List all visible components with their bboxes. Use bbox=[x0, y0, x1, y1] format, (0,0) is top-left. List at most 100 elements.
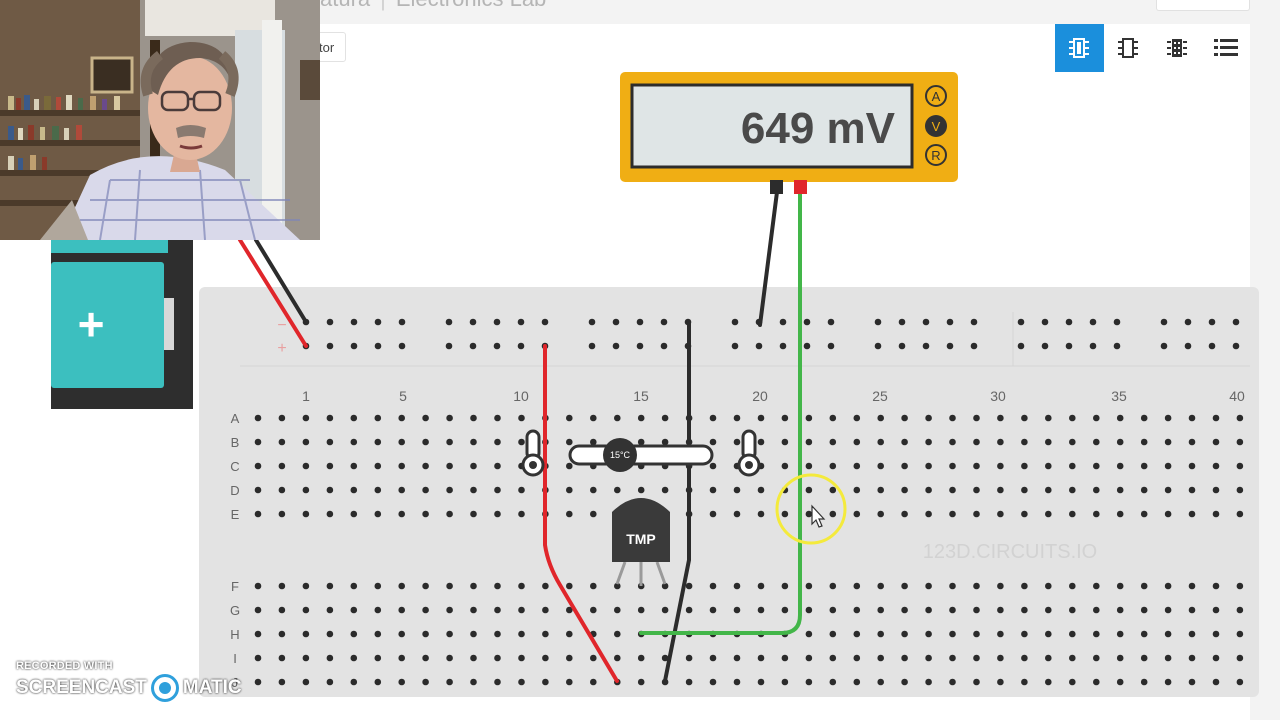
breadboard-hole[interactable] bbox=[302, 630, 310, 638]
breadboard-hole[interactable] bbox=[1116, 654, 1124, 662]
breadboard-hole[interactable] bbox=[853, 414, 861, 422]
breadboard-hole[interactable] bbox=[518, 630, 525, 638]
breadboard-hole[interactable] bbox=[829, 414, 837, 422]
breadboard-hole[interactable] bbox=[661, 654, 669, 662]
breadboard-hole[interactable] bbox=[901, 510, 908, 518]
rail-hole[interactable] bbox=[469, 318, 477, 326]
breadboard-hole[interactable] bbox=[1236, 630, 1244, 638]
breadboard-hole[interactable] bbox=[661, 414, 669, 422]
breadboard-hole[interactable] bbox=[254, 582, 262, 590]
breadboard-hole[interactable] bbox=[949, 582, 956, 590]
breadboard-hole[interactable] bbox=[446, 654, 453, 662]
pcb-view-button[interactable] bbox=[1152, 24, 1202, 72]
slider-track[interactable] bbox=[568, 444, 714, 466]
breadboard-hole[interactable] bbox=[566, 486, 573, 494]
rail-hole[interactable] bbox=[493, 318, 501, 326]
breadboard-hole[interactable] bbox=[566, 438, 573, 446]
breadboard-hole[interactable] bbox=[566, 510, 573, 518]
breadboard-hole[interactable] bbox=[709, 654, 717, 662]
breadboard-hole[interactable] bbox=[973, 582, 980, 590]
breadboard-hole[interactable] bbox=[1236, 510, 1244, 518]
breadboard-hole[interactable] bbox=[590, 510, 597, 518]
breadboard-hole[interactable] bbox=[590, 606, 597, 614]
breadboard-hole[interactable] bbox=[374, 438, 382, 446]
rail-hole[interactable] bbox=[1017, 342, 1025, 350]
rail-hole[interactable] bbox=[612, 318, 620, 326]
breadboard-hole[interactable] bbox=[805, 414, 813, 422]
breadboard-hole[interactable] bbox=[853, 438, 861, 446]
breadboard-hole[interactable] bbox=[925, 510, 932, 518]
breadboard-hole[interactable] bbox=[566, 654, 573, 662]
rail-hole[interactable] bbox=[779, 318, 787, 326]
breadboard-hole[interactable] bbox=[805, 606, 813, 614]
breadboard-hole[interactable] bbox=[254, 606, 262, 614]
breadboard-hole[interactable] bbox=[973, 654, 980, 662]
breadboard-hole[interactable] bbox=[1212, 582, 1220, 590]
breadboard-hole[interactable] bbox=[805, 462, 813, 470]
rail-hole[interactable] bbox=[1232, 342, 1240, 350]
breadboard-hole[interactable] bbox=[326, 606, 334, 614]
breadboard-hole[interactable] bbox=[350, 510, 358, 518]
breadboard-hole[interactable] bbox=[518, 654, 525, 662]
breadboard-hole[interactable] bbox=[326, 678, 334, 686]
breadboard-hole[interactable] bbox=[326, 654, 334, 662]
breadboard-hole[interactable] bbox=[470, 582, 477, 590]
breadboard-hole[interactable] bbox=[781, 510, 789, 518]
breadboard-hole[interactable] bbox=[877, 510, 884, 518]
rail-hole[interactable] bbox=[898, 342, 906, 350]
breadboard-hole[interactable] bbox=[398, 630, 406, 638]
breadboard-hole[interactable] bbox=[1236, 582, 1244, 590]
breadboard-hole[interactable] bbox=[781, 462, 789, 470]
breadboard-hole[interactable] bbox=[925, 630, 932, 638]
breadboard-hole[interactable] bbox=[302, 678, 310, 686]
breadboard-hole[interactable] bbox=[590, 438, 597, 446]
breadboard-hole[interactable] bbox=[829, 582, 837, 590]
breadboard-hole[interactable] bbox=[877, 630, 884, 638]
battery[interactable]: + bbox=[51, 232, 193, 409]
temperature-slider[interactable]: 15°C bbox=[521, 429, 761, 477]
breadboard-hole[interactable] bbox=[877, 678, 884, 686]
breadboard-hole[interactable] bbox=[997, 630, 1004, 638]
breadboard-hole[interactable] bbox=[709, 510, 717, 518]
breadboard-hole[interactable] bbox=[1116, 486, 1124, 494]
breadboard-hole[interactable] bbox=[1045, 462, 1052, 470]
breadboard-hole[interactable] bbox=[685, 582, 693, 590]
breadboard-hole[interactable] bbox=[709, 678, 717, 686]
breadboard-hole[interactable] bbox=[805, 510, 813, 518]
breadboard-hole[interactable] bbox=[853, 630, 861, 638]
breadboard-hole[interactable] bbox=[805, 654, 813, 662]
rail-hole[interactable] bbox=[326, 342, 334, 350]
breadboard-hole[interactable] bbox=[757, 510, 765, 518]
breadboard-hole[interactable] bbox=[302, 582, 310, 590]
rail-hole[interactable] bbox=[803, 342, 811, 350]
black-probe-jack[interactable] bbox=[770, 180, 783, 194]
breadboard-hole[interactable] bbox=[1164, 462, 1172, 470]
breadboard-hole[interactable] bbox=[1021, 462, 1028, 470]
breadboard-hole[interactable] bbox=[949, 606, 956, 614]
breadboard-hole[interactable] bbox=[302, 438, 310, 446]
breadboard-hole[interactable] bbox=[685, 654, 693, 662]
rail-hole[interactable] bbox=[612, 342, 620, 350]
breadboard-hole[interactable] bbox=[494, 606, 501, 614]
rail-hole[interactable] bbox=[588, 342, 596, 350]
rail-hole[interactable] bbox=[874, 342, 882, 350]
breadboard-hole[interactable] bbox=[326, 438, 334, 446]
breadboard-hole[interactable] bbox=[350, 654, 358, 662]
breadboard-hole[interactable] bbox=[446, 606, 453, 614]
breadboard-hole[interactable] bbox=[542, 582, 549, 590]
breadboard-hole[interactable] bbox=[1021, 678, 1028, 686]
breadboard-hole[interactable] bbox=[422, 486, 429, 494]
breadboard-hole[interactable] bbox=[254, 630, 262, 638]
breadboard-hole[interactable] bbox=[661, 606, 669, 614]
breadboard-hole[interactable] bbox=[446, 510, 453, 518]
breadboard-hole[interactable] bbox=[829, 438, 837, 446]
breadboard-hole[interactable] bbox=[973, 510, 980, 518]
breadboard-hole[interactable] bbox=[805, 438, 813, 446]
breadboard-hole[interactable] bbox=[997, 654, 1004, 662]
breadboard-hole[interactable] bbox=[1093, 438, 1100, 446]
rail-hole[interactable] bbox=[445, 342, 453, 350]
schematic-view-button[interactable] bbox=[1103, 24, 1153, 72]
breadboard-hole[interactable] bbox=[518, 582, 525, 590]
rail-hole[interactable] bbox=[755, 342, 763, 350]
breadboard-hole[interactable] bbox=[1021, 510, 1028, 518]
